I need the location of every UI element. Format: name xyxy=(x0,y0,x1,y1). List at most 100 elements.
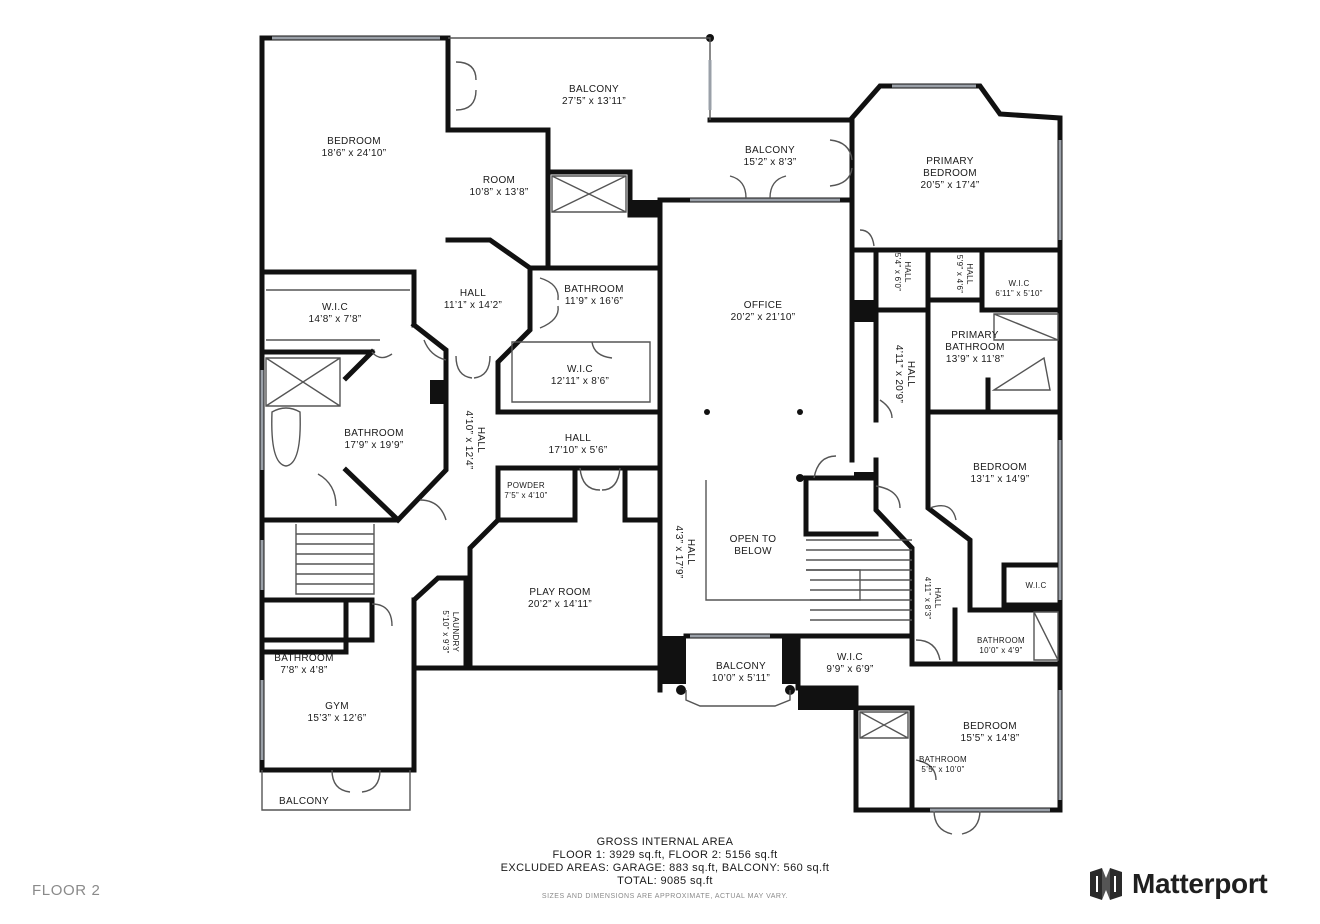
room-dimensions: 27’5” x 13’11” xyxy=(561,96,627,107)
area-summary-floors: FLOOR 1: 3929 sq.ft, FLOOR 2: 5156 sq.ft xyxy=(552,849,778,861)
door-arc-10 xyxy=(929,505,957,521)
room-dimensions: 5’5” x 10’0” xyxy=(921,765,965,774)
wall-bedroom-bottom xyxy=(259,269,417,328)
room-label-hall-g: HALL 4’11” x 8’3” xyxy=(922,577,942,620)
post-5 xyxy=(782,636,798,684)
room-dimensions: 5’4” x 6’0” xyxy=(893,252,902,292)
room-label-primary-bathroom: PRIMARY BATHROOM 13’9” x 11’8” xyxy=(945,330,1004,366)
room-dimensions: 11’1” x 14’2” xyxy=(443,300,503,311)
room-dimensions: 12’11” x 8’6” xyxy=(550,376,610,387)
tub-pb xyxy=(991,356,1051,391)
area-summary-total: TOTAL: 9085 sq.ft xyxy=(617,875,713,887)
door-arc-7 xyxy=(539,277,559,329)
room-label-balcony-mid: BALCONY 15’2” x 8’3” xyxy=(743,145,796,169)
wic-w-shelf xyxy=(266,289,410,341)
room-label-bedroom-e: BEDROOM 13’1” x 14’9” xyxy=(971,462,1030,486)
room-name-line2: BELOW xyxy=(734,546,772,557)
room-label-wic-ne: W.I.C 6’11” x 5’10” xyxy=(995,279,1042,299)
door-arc-3 xyxy=(829,139,853,187)
wall-bath-w xyxy=(259,375,449,523)
room-dimensions: 13’1” x 14’9” xyxy=(970,474,1030,485)
room-dimensions: 7’8” x 4’8” xyxy=(280,665,328,676)
door-arc-17 xyxy=(879,399,893,419)
room-name: W.I.C xyxy=(567,364,593,375)
room-dimensions: 17’9” x 19’9” xyxy=(344,440,404,451)
room-name: POWDER xyxy=(507,481,545,490)
room-label-bathroom-c: BATHROOM 11’9” x 16’6” xyxy=(564,284,623,308)
room-label-bathroom-sw: BATHROOM 7’8” x 4’8” xyxy=(274,653,333,677)
room-name: W.I.C xyxy=(1025,581,1047,590)
door-arc-15 xyxy=(579,467,621,491)
room-dimensions: 18’6” x 24’10” xyxy=(321,148,387,159)
room-label-primary-bedroom: PRIMARY BEDROOM 20’5” x 17’4” xyxy=(921,156,980,192)
door-arc-14 xyxy=(331,769,381,793)
wall-gym-top xyxy=(259,597,349,655)
door-arc-11 xyxy=(419,499,447,521)
room-label-hall-d: HALL 4’10” x 12’4” xyxy=(462,411,486,470)
brand: Matterport xyxy=(1088,864,1268,904)
column-3 xyxy=(676,685,686,695)
post-3 xyxy=(852,300,876,322)
room-label-laundry: LAUNDRY 5’10” x 9’3” xyxy=(440,610,460,653)
room-name: BALCONY xyxy=(745,145,795,156)
room-name: OPEN TO xyxy=(729,534,777,545)
room-label-wic-small: W.I.C xyxy=(1025,581,1046,591)
room-dimensions: 7’5” x 4’10” xyxy=(504,491,548,500)
area-summary-disclaimer: SIZES AND DIMENSIONS ARE APPROXIMATE, AC… xyxy=(541,893,789,900)
room-dimensions: 4’10” x 12’4” xyxy=(463,410,474,470)
room-name: HALL xyxy=(905,360,916,388)
room-name: HALL xyxy=(685,538,696,566)
room-dimensions: 5’9” x 4’6” xyxy=(955,254,964,294)
room-label-wic-s: W.I.C 9’9” x 6’9” xyxy=(826,652,873,676)
post-4 xyxy=(662,636,686,684)
shower-e xyxy=(1033,611,1059,661)
railing-balcony-s xyxy=(685,690,791,707)
room-label-bathroom-se: BATHROOM 5’5” x 10’0” xyxy=(919,755,967,775)
room-dimensions: 10’0” x 4’9” xyxy=(979,646,1023,655)
room-dimensions: 4’11” x 8’3” xyxy=(923,576,932,620)
room-label-wic-w: W.I.C 14’8” x 7’8” xyxy=(308,302,361,326)
shower-w xyxy=(265,357,341,407)
door-arc-8 xyxy=(813,455,837,479)
door-arc-9 xyxy=(875,485,901,509)
room-label-play-room: PLAY ROOM 20’2” x 14’11” xyxy=(528,587,592,611)
room-label-open-below: OPEN TO BELOW xyxy=(730,534,777,558)
room-label-hall-e: HALL 17’10” x 5’6” xyxy=(549,433,608,457)
room-dimensions: 9’9” x 6’9” xyxy=(826,664,874,675)
wall-hall-w xyxy=(410,321,449,381)
wall-room-bottom xyxy=(445,237,551,271)
room-name: PLAY ROOM xyxy=(529,587,591,598)
room-dimensions: 10’8” x 13’8” xyxy=(469,187,529,198)
room-name: HALL xyxy=(564,433,592,444)
room-dimensions: 11’9” x 16’6” xyxy=(564,296,624,307)
wall-room-top xyxy=(445,127,551,271)
wall-wic-ne xyxy=(979,247,1063,313)
column-1 xyxy=(704,409,710,415)
area-summary-excluded: EXCLUDED AREAS: GARAGE: 883 sq.ft, BALCO… xyxy=(500,862,830,874)
room-name: BEDROOM xyxy=(327,136,381,147)
shower-pb xyxy=(993,313,1059,341)
room-name: BALCONY xyxy=(279,796,329,807)
room-name: GYM xyxy=(325,701,349,712)
room-name: OFFICE xyxy=(743,300,783,311)
wall-wic-small xyxy=(1001,562,1063,608)
room-dimensions: 20’2” x 14’11” xyxy=(527,599,593,610)
area-summary-title: GROSS INTERNAL AREA xyxy=(596,836,734,848)
room-name: PRIMARY xyxy=(951,330,999,341)
room-name: W.I.C xyxy=(1008,279,1030,288)
room-name: HALL xyxy=(933,587,942,609)
room-dimensions: 6’11” x 5’10” xyxy=(995,289,1043,298)
room-label-wic-c: W.I.C 12’11” x 8’6” xyxy=(551,364,609,388)
room-dimensions: 17’10” x 5’6” xyxy=(548,445,608,456)
room-label-office: OFFICE 20’2” x 21’10” xyxy=(731,300,796,324)
room-name: HALL xyxy=(459,288,487,299)
door-arc-16 xyxy=(859,229,875,247)
room-label-hall-w: HALL 11’1” x 14’2” xyxy=(444,288,502,312)
door-arc-4 xyxy=(371,339,447,361)
wall-stair-e xyxy=(873,457,915,633)
stairs-e xyxy=(806,539,912,621)
room-name: BALCONY xyxy=(569,84,619,95)
wall-south xyxy=(467,665,663,693)
wall-gym xyxy=(259,597,417,773)
room-dimensions: 20’2” x 21’10” xyxy=(730,312,796,323)
